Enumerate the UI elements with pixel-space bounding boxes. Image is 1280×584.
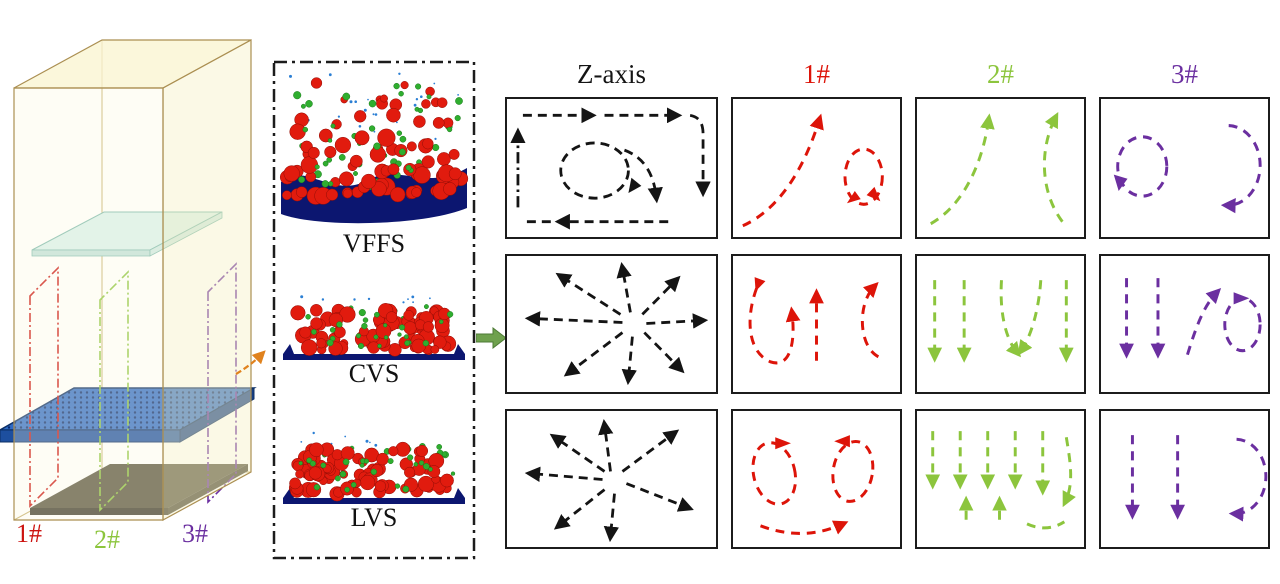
- column-header-3: 3#: [1171, 59, 1198, 89]
- box-right-face: [162, 38, 252, 522]
- vibration-container-diagram: 1# 2# 3#: [0, 38, 266, 554]
- circulation-loop-arrows: [510, 107, 711, 230]
- flow-panels: [505, 97, 1273, 549]
- converging-downflow-arrows: [927, 280, 1074, 363]
- column-header-1: 1#: [803, 59, 830, 89]
- flow-panel-cvs-2: [915, 254, 1086, 394]
- flow-panel-vffs-2: [915, 97, 1086, 239]
- right-arrow-icon: [476, 327, 506, 349]
- plane-2: [99, 270, 129, 512]
- flow-panel-vffs-1: [731, 97, 902, 239]
- uniform-downflow-arrows: [925, 431, 1076, 530]
- bottom-plate: [30, 464, 248, 515]
- flow-panel-cvs-1: [731, 254, 902, 394]
- vortex-and-arc-arrows: [1113, 124, 1262, 214]
- vffs-snapshot: [279, 72, 469, 224]
- plane-label-1: 1#: [16, 519, 42, 548]
- measurement-planes: [29, 262, 237, 512]
- box-faces: [13, 38, 252, 522]
- cvs-tray: [283, 344, 465, 360]
- box-front-face: [13, 87, 164, 521]
- vffs-particles: [279, 72, 469, 205]
- cvs-particles: [290, 295, 457, 357]
- diverging-stream-arrows: [930, 111, 1064, 226]
- downflow-vortex-arrows: [1119, 278, 1262, 359]
- flow-panel-vffs-zaxis: [505, 97, 718, 239]
- plane-label-2: 2#: [94, 525, 120, 554]
- flow-panel-vffs-3: [1099, 97, 1270, 239]
- twin-vortex-arrows: [751, 435, 875, 535]
- plane-label-3: 3#: [182, 519, 208, 548]
- flow-grid: Z-axis 1# 2# 3#: [505, 58, 1273, 549]
- plane-labels: 1# 2# 3#: [16, 519, 208, 554]
- flow-panel-lvs-2: [915, 409, 1086, 549]
- wall-loop-arrows: [748, 277, 880, 365]
- parallel-downflow-arrows: [1125, 435, 1268, 522]
- dash-dot-border: [272, 60, 476, 560]
- flow-panel-lvs-zaxis: [505, 409, 718, 549]
- glass-plate: [31, 211, 223, 257]
- snapshot-panel: VFFS CVS LVS: [272, 60, 476, 560]
- plane-1: [29, 266, 59, 508]
- column-header-z-axis: Z-axis: [577, 59, 646, 89]
- radial-spoke-arrows: [524, 418, 694, 543]
- flow-panel-cvs-3: [1099, 254, 1270, 394]
- lvs-snapshot: [283, 431, 465, 504]
- vffs-label: VFFS: [342, 229, 406, 258]
- lvs-particles: [288, 431, 456, 502]
- lvs-label: LVS: [350, 503, 398, 532]
- grid-headers: Z-axis 1# 2# 3#: [505, 58, 1273, 92]
- flow-panel-cvs-zaxis: [505, 254, 718, 394]
- callout-arrow-icon: [235, 350, 266, 375]
- plane-3: [207, 262, 237, 504]
- lvs-tray: [283, 488, 465, 504]
- flow-panel-lvs-1: [731, 409, 902, 549]
- radial-spoke-arrows: [524, 261, 709, 386]
- column-header-2: 2#: [987, 59, 1014, 89]
- flow-panel-lvs-3: [1099, 409, 1270, 549]
- cvs-snapshot: [283, 295, 465, 360]
- mesh-sieve: [0, 387, 257, 443]
- upward-sweep-arrows: [742, 113, 884, 228]
- cvs-label: CVS: [348, 359, 400, 388]
